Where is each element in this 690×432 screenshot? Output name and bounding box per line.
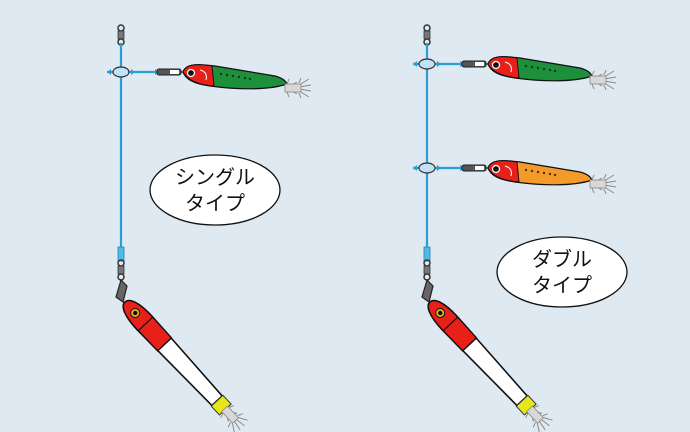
swivel-icon xyxy=(117,24,125,46)
bottom-jig-double xyxy=(427,299,556,432)
double-label-bubble xyxy=(496,236,628,308)
single-rig xyxy=(106,24,312,432)
swivel-icon xyxy=(423,24,431,46)
double-rig xyxy=(412,24,617,432)
single-label-bubble xyxy=(149,154,281,226)
branch-jig-green xyxy=(487,56,617,91)
bottom-jig-single xyxy=(122,299,251,432)
branch-jig-green xyxy=(182,64,312,99)
branch-jig-orange xyxy=(487,160,617,195)
